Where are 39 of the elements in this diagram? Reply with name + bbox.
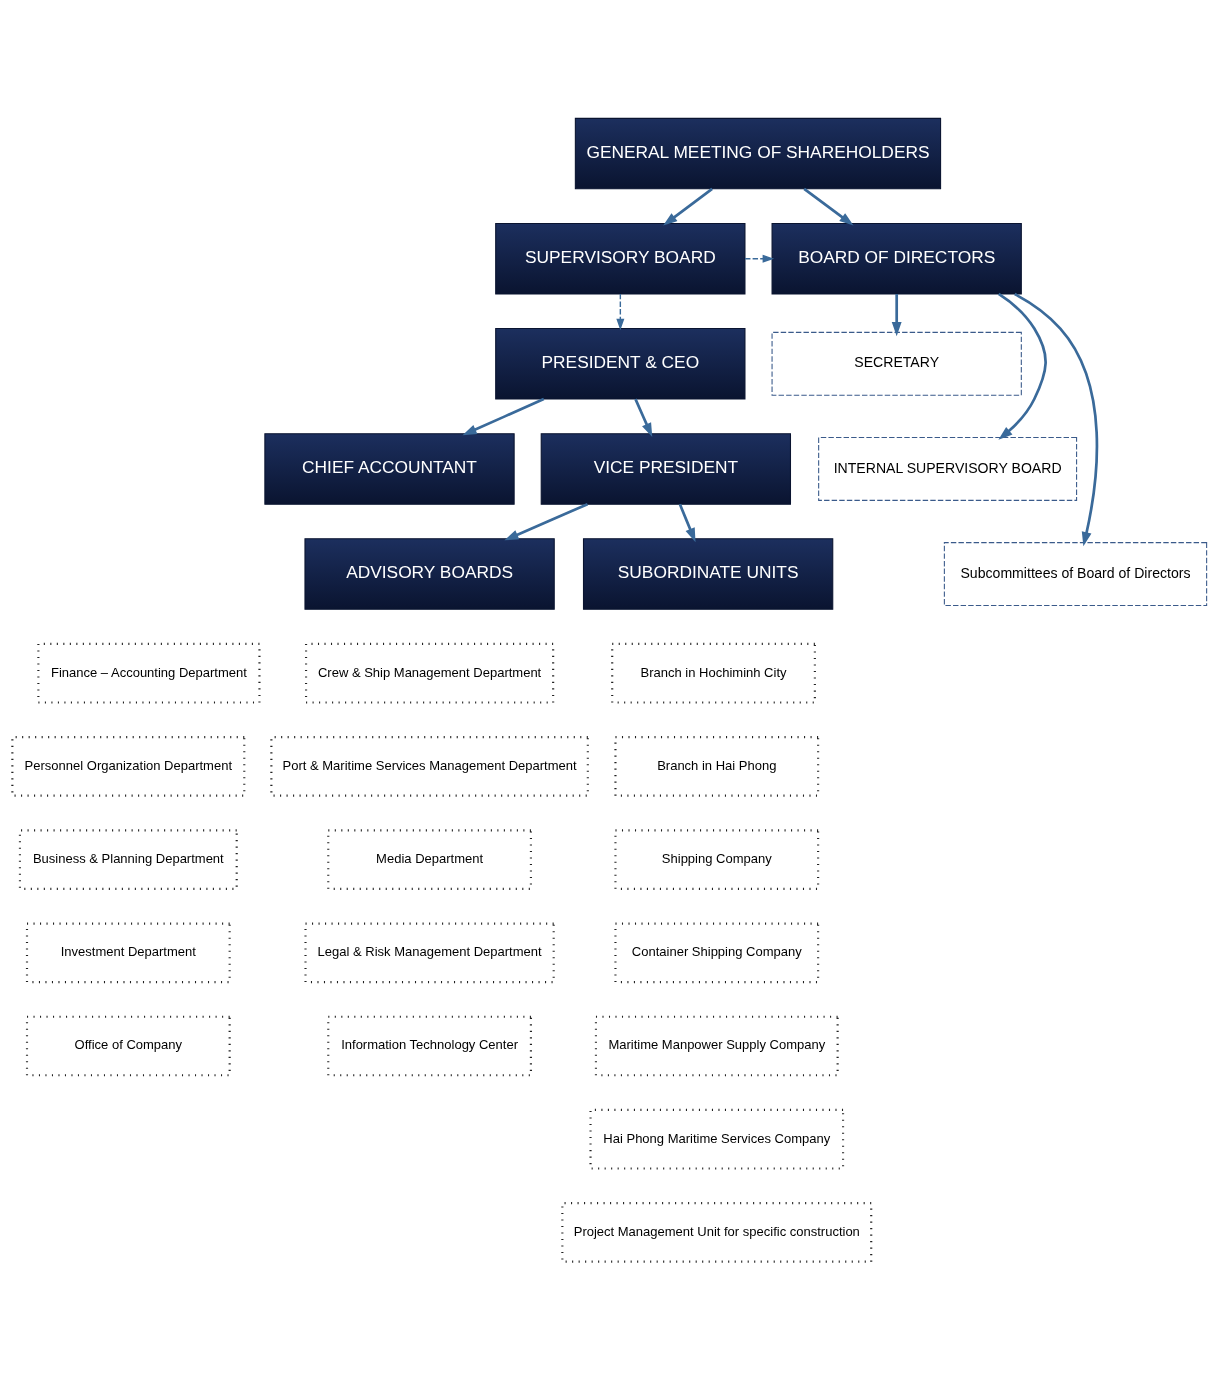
node-box: CHIEF ACCOUNTANT	[264, 433, 515, 505]
node-box: ADVISORY BOARDS	[304, 538, 555, 610]
node-box: SUPERVISORY BOARD	[495, 222, 746, 295]
node-box: Personnel Organization Department	[11, 736, 246, 797]
arrow	[891, 294, 902, 337]
node-box: Office of Company	[25, 1015, 231, 1077]
node-box: Legal & Risk Management Department	[304, 922, 555, 984]
arrow	[663, 187, 713, 226]
node-box: Branch in Hochiminh City	[611, 642, 816, 704]
node-box: Shipping Company	[614, 829, 820, 890]
node-box: Maritime Manpower Supply Company	[594, 1015, 839, 1077]
arrow	[803, 187, 854, 226]
arrow	[1014, 292, 1099, 547]
arrow	[634, 398, 653, 438]
node-box: Project Management Unit for specific construction	[561, 1202, 873, 1263]
node-box: INTERNAL SUPERVISORY BOARD	[818, 436, 1078, 501]
node-box: SECRETARY	[771, 331, 1022, 396]
node-box: BOARD OF DIRECTORS	[771, 222, 1022, 295]
node-box: Finance – Accounting Department	[37, 642, 261, 704]
node-box: Crew & Ship Management Department	[304, 642, 555, 704]
node-box: SUBORDINATE UNITS	[582, 538, 834, 610]
node-box: Container Shipping Company	[614, 922, 820, 984]
node-box: Hai Phong Maritime Services Company	[589, 1108, 845, 1170]
arrow	[744, 254, 775, 263]
node-box: Investment Department	[25, 922, 231, 984]
arrow	[678, 503, 696, 543]
arrow	[616, 293, 625, 331]
node-box: Media Department	[327, 829, 532, 890]
node-box: Information Technology Center	[327, 1015, 532, 1077]
node-box: PRESIDENT & CEO	[495, 328, 746, 400]
node-box: Business & Planning Department	[18, 829, 238, 890]
arrow	[504, 502, 589, 541]
arrow	[462, 397, 545, 436]
node-box: GENERAL MEETING OF SHAREHOLDERS	[574, 117, 942, 190]
node-box: Branch in Hai Phong	[614, 736, 820, 797]
node-box: VICE PRESIDENT	[540, 433, 791, 505]
node-box: Port & Maritime Services Management Department	[270, 736, 589, 797]
arrow	[997, 292, 1047, 440]
node-box: Subcommittees of Board of Directors	[943, 542, 1208, 606]
